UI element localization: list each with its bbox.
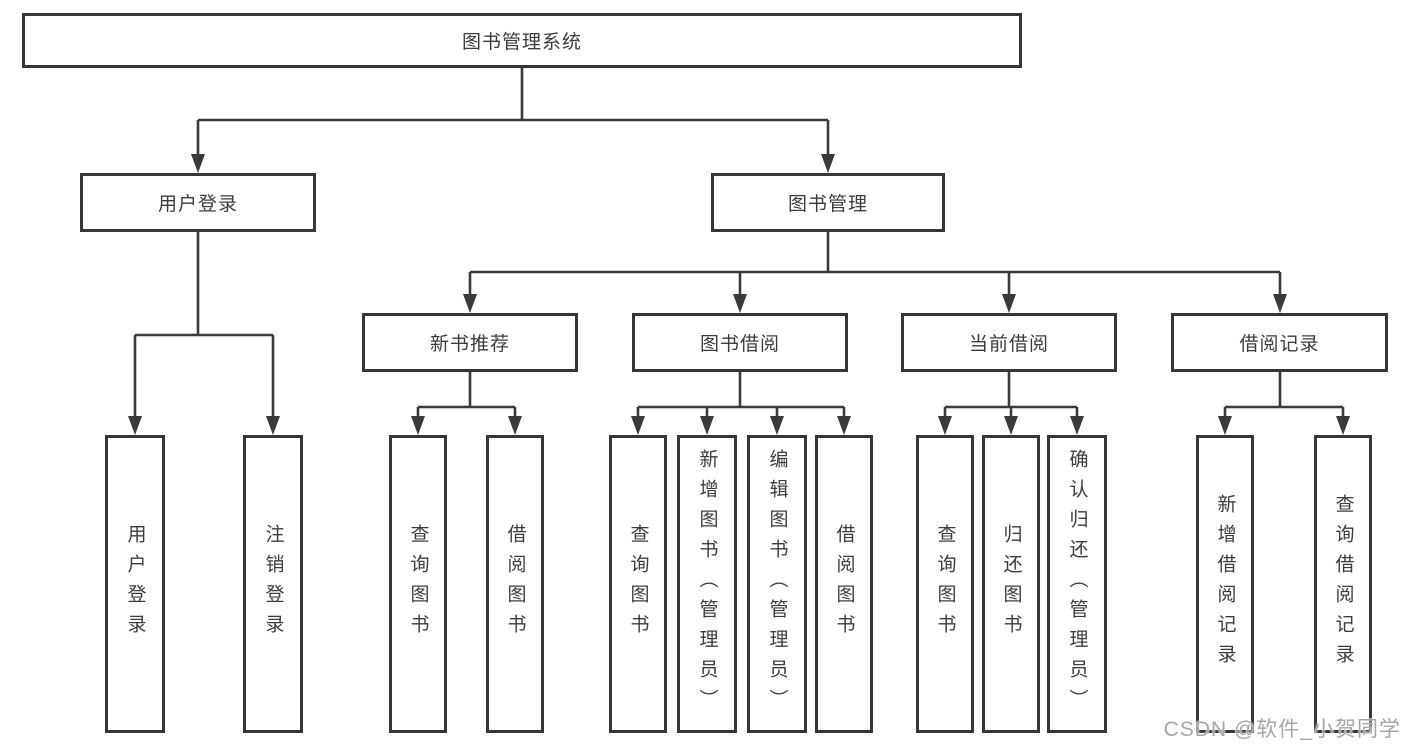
leaf-br-query-record-label: 查询借阅记录 <box>1332 494 1354 674</box>
leaf-nbr-query-books: 查询图书 <box>389 435 447 733</box>
leaf-bb-borrow-books: 借阅图书 <box>815 435 873 733</box>
leaf-nbr-borrow-books-label: 借阅图书 <box>504 524 526 644</box>
leaf-bb-borrow-books-label: 借阅图书 <box>833 524 855 644</box>
leaf-cb-query-books: 查询图书 <box>916 435 974 733</box>
leaf-logout-label: 注销登录 <box>262 524 284 644</box>
node-book-management-label: 图书管理 <box>787 194 868 215</box>
leaf-cb-query-books-label: 查询图书 <box>934 524 956 644</box>
leaf-nbr-borrow-books: 借阅图书 <box>486 435 544 733</box>
leaf-cb-confirm-return-admin-label: 确认归还（管理员） <box>1066 449 1088 719</box>
node-current-borrow-label: 当前借阅 <box>968 334 1049 355</box>
leaf-logout: 注销登录 <box>243 435 303 733</box>
leaf-nbr-query-books-label: 查询图书 <box>407 524 429 644</box>
leaf-bb-edit-books-admin-label: 编辑图书（管理员） <box>766 449 788 719</box>
node-new-book-recommend: 新书推荐 <box>362 313 578 372</box>
leaf-br-add-record: 新增借阅记录 <box>1196 435 1254 733</box>
leaf-user-login-label: 用户登录 <box>124 524 146 644</box>
leaf-br-query-record: 查询借阅记录 <box>1314 435 1372 733</box>
node-root-label: 图书管理系统 <box>461 32 582 53</box>
arrowheads <box>128 154 1350 435</box>
leaf-bb-add-books-admin-label: 新增图书（管理员） <box>696 449 718 719</box>
leaf-bb-query-books-label: 查询图书 <box>627 524 649 644</box>
node-user-login: 用户登录 <box>80 173 316 232</box>
node-user-login-label: 用户登录 <box>157 194 238 215</box>
leaf-br-add-record-label: 新增借阅记录 <box>1214 494 1236 674</box>
node-borrow-record-label: 借阅记录 <box>1239 334 1320 355</box>
leaf-bb-add-books-admin: 新增图书（管理员） <box>677 435 737 733</box>
leaf-cb-return-books-label: 归还图书 <box>1000 524 1022 644</box>
node-new-book-recommend-label: 新书推荐 <box>429 334 510 355</box>
leaf-bb-query-books: 查询图书 <box>609 435 667 733</box>
leaf-cb-return-books: 归还图书 <box>982 435 1040 733</box>
csdn-watermark: CSDN @软件_小贺同学 <box>1163 718 1401 741</box>
leaf-cb-confirm-return-admin: 确认归还（管理员） <box>1047 435 1107 733</box>
node-book-borrow: 图书借阅 <box>632 313 848 372</box>
node-current-borrow: 当前借阅 <box>901 313 1117 372</box>
node-book-borrow-label: 图书借阅 <box>699 334 780 355</box>
leaf-user-login: 用户登录 <box>105 435 165 733</box>
node-book-management: 图书管理 <box>711 173 945 232</box>
node-root: 图书管理系统 <box>22 13 1022 68</box>
leaf-bb-edit-books-admin: 编辑图书（管理员） <box>747 435 807 733</box>
node-borrow-record: 借阅记录 <box>1171 313 1388 372</box>
